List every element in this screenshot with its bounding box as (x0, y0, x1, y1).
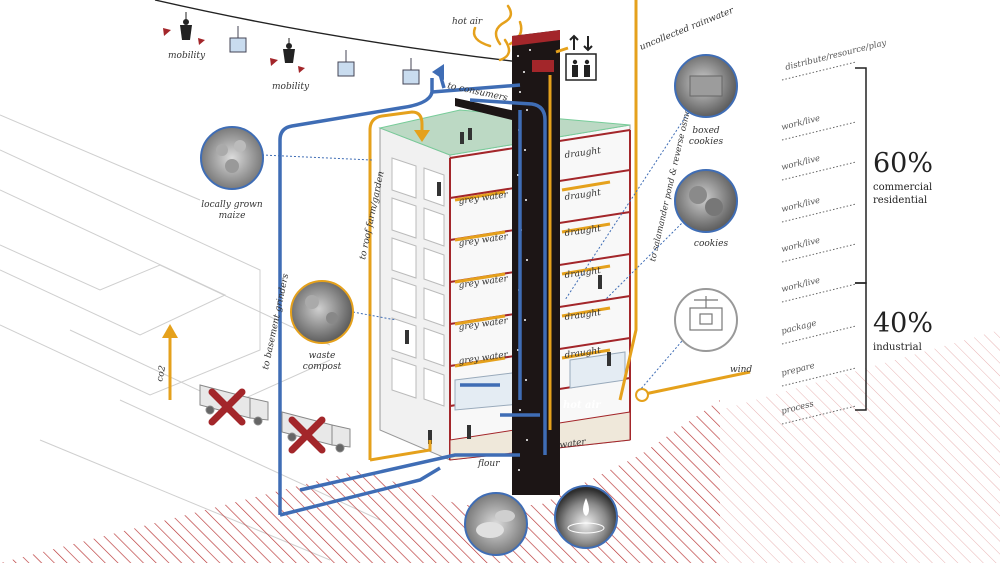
wind-turbine-node (635, 388, 649, 402)
lower-category: industrial (873, 342, 922, 353)
ground-plane (0, 114, 381, 561)
boxed-cookies-label-line1: boxed (692, 126, 720, 136)
zone-label: work/live (780, 276, 821, 295)
cookies-label: cookies (694, 239, 729, 249)
wind-label: wind (730, 365, 752, 375)
co2-label: co2 (155, 364, 168, 382)
cookies-photo-icon (674, 169, 738, 233)
upper-category-line1: commercial (873, 182, 932, 193)
machine-drawing-icon (674, 288, 738, 352)
boxed-cookies-label-line2: cookies (689, 137, 724, 147)
upper-category-line2: residential (873, 195, 927, 206)
lower-bracket (855, 282, 867, 411)
co2-arrow (162, 324, 178, 338)
lower-percentage: 40% (873, 308, 933, 339)
roof-arrow (414, 130, 430, 142)
water-droplet-photo-icon (554, 485, 618, 549)
zipline-cable (154, 0, 521, 63)
uncollected-rainwater-label: uncollected rainwater (638, 6, 735, 53)
ground-hatch (0, 400, 720, 563)
zone-label: work/live (780, 196, 821, 215)
elevator-icon (565, 34, 597, 81)
zone-label: work/live (780, 154, 821, 173)
flour-label: flour (477, 459, 500, 469)
compost-photo-icon (290, 280, 354, 344)
zone-label: work/live (780, 236, 821, 255)
upper-bracket (855, 67, 867, 284)
mobility-label-2: mobility (272, 82, 310, 92)
to-consumers-arrow (432, 64, 444, 80)
zone-label: package (780, 319, 817, 337)
boxed-cookies-photo-icon (674, 54, 738, 118)
light-hatch-right (720, 330, 1000, 563)
maize-label-line2: maize (219, 211, 246, 221)
zone-label: prepare (780, 361, 816, 379)
hot-air-inner-label: hot air (563, 400, 601, 411)
rainwater-pipe (618, 0, 638, 401)
delivery-truck-icon (199, 384, 351, 453)
maize-photo-icon (200, 126, 264, 190)
zone-label: distribute/resource/play (784, 38, 887, 73)
occupant-figure-icon (405, 128, 611, 444)
gondola-cabin-icon (229, 26, 420, 85)
maize-label-line1: locally grown (201, 200, 263, 210)
compost-label-line1: waste (309, 351, 336, 361)
solar-chimney (455, 30, 560, 495)
zone-label: work/live (780, 114, 821, 133)
to-basement-grinders-label: to basement grinders (261, 272, 291, 370)
flour-photo-icon (464, 492, 528, 556)
callout-connectors (261, 109, 701, 391)
zipline-rider-icon (163, 12, 305, 73)
no-entry-x-icon (208, 388, 326, 454)
mobility-label-1: mobility (168, 51, 206, 61)
hot-air-top-label: hot air (452, 17, 483, 27)
orange-return-pipes (168, 46, 751, 462)
water-label: water (559, 437, 587, 451)
program-zones: distribute/resource/play work/live work/… (780, 38, 888, 425)
compost-label-line2: compost (303, 362, 342, 372)
blue-supply-pipes (278, 73, 547, 517)
upper-percentage: 60% (873, 148, 933, 179)
